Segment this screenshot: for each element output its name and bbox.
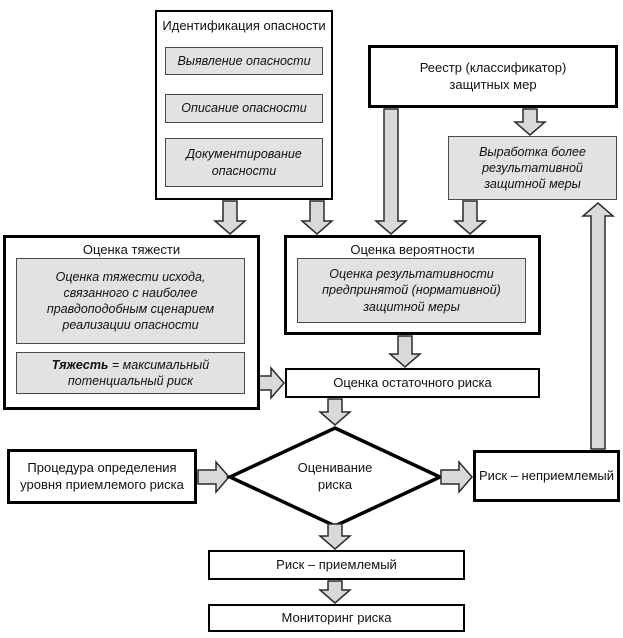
node-probability-assessment: Оценка вероятности Оценка результативнос… [284,235,541,335]
arrow-evaluation-to-unacceptable [440,459,473,495]
arrow-registry-to-probability [373,108,409,235]
severity-formula-term: Тяжесть [51,357,109,372]
node-hazard-detection: Выявление опасности [165,47,323,75]
arrow-severity-to-residual [258,365,285,401]
node-risk-monitoring: Мониторинг риска [208,604,465,632]
arrow-probability-to-residual [387,335,423,368]
node-acceptable-risk-procedure: Процедура определения уровня приемлемого… [7,449,197,504]
probability-assessment-title: Оценка вероятности [350,242,475,257]
node-hazard-identification: Идентификация опасности Выявление опасно… [155,10,333,200]
severity-formula-rest: = максимальный потенциальный риск [67,357,210,388]
node-develop-better-countermeasure: Выработка более результативной защитной … [448,136,617,200]
arrow-residual-to-evaluation [317,398,353,426]
node-protective-measures-registry: Реестр (классификатор) защитных мер [368,45,618,108]
node-severity-formula: Тяжесть = максимальный потенциальный рис… [16,352,245,394]
arrow-countermeasure-to-probability [452,200,488,235]
risk-evaluation-label: Оценивание риска [297,460,373,492]
arrow-identification-to-probability [299,200,335,235]
node-severity-assessment: Оценка тяжести Оценка тяжести исхода, св… [3,235,260,410]
severity-assessment-title: Оценка тяжести [82,242,181,257]
arrow-evaluation-to-acceptable [317,523,353,550]
node-countermeasure-effectiveness: Оценка результативности предпринятой (но… [297,258,526,323]
node-risk-acceptable: Риск – приемлемый [208,550,465,580]
arrow-procedure-to-evaluation [197,459,230,495]
node-hazard-documentation: Документирование опасности [165,138,323,187]
arrow-unacceptable-to-countermeasure [580,202,616,450]
arrow-identification-to-severity [212,200,248,235]
node-hazard-description: Описание опасности [165,94,323,123]
arrow-registry-to-countermeasure [512,108,548,136]
hazard-identification-title: Идентификация опасности [162,18,326,33]
node-residual-risk-assessment: Оценка остаточного риска [285,368,540,398]
node-risk-unacceptable: Риск – неприемлемый [473,450,620,502]
arrow-acceptable-to-monitoring [317,580,353,604]
node-severity-outcome-assessment: Оценка тяжести исхода, связанного с наиб… [16,258,245,344]
